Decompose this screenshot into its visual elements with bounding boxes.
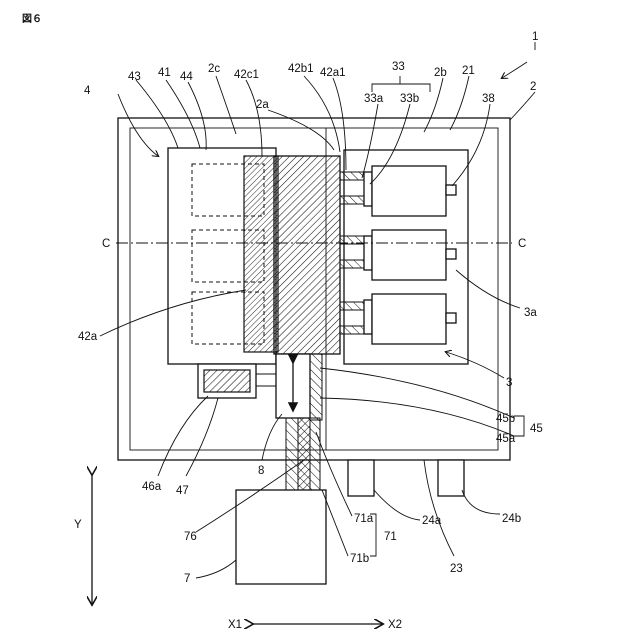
label-4: 4 (84, 85, 91, 97)
label-43: 43 (128, 71, 141, 83)
label-2b: 2b (434, 67, 447, 79)
label-7: 7 (184, 573, 190, 585)
label-42a1: 42a1 (320, 67, 346, 79)
label-46a: 46a (142, 481, 162, 493)
label-c-left: C (102, 238, 110, 250)
label-76: 76 (184, 531, 197, 543)
label-71b: 71b (350, 553, 369, 565)
box-7 (236, 490, 326, 584)
label-33b: 33b (400, 93, 419, 105)
label-3: 3 (506, 377, 512, 389)
figure-label: 図６ (22, 13, 42, 25)
label-71a: 71a (354, 513, 374, 525)
label-2a: 2a (256, 99, 269, 111)
label-41: 41 (158, 67, 171, 79)
label-1: 1 (532, 31, 538, 43)
axis-x1-label: X1 (228, 619, 242, 631)
label-23: 23 (450, 563, 463, 575)
foot-24a (348, 460, 374, 496)
label-44: 44 (180, 71, 193, 83)
label-3a: 3a (524, 307, 537, 319)
label-47: 47 (176, 485, 189, 497)
axis-x2-label: X2 (388, 619, 402, 631)
block-42c1 (244, 156, 278, 352)
modules-3a (372, 166, 456, 344)
component-47 (204, 370, 250, 392)
foot-24b (438, 460, 464, 496)
label-45a: 45a (496, 433, 516, 445)
label-c-right: C (518, 238, 526, 250)
label-42a: 42a (78, 331, 98, 343)
bar-45a (310, 354, 322, 420)
label-42b1: 42b1 (288, 63, 314, 75)
label-33a: 33a (364, 93, 384, 105)
label-33: 33 (392, 61, 405, 73)
label-45b: 45b (496, 413, 515, 425)
label-45: 45 (530, 423, 543, 435)
block-42 (274, 156, 340, 354)
label-38: 38 (482, 93, 495, 105)
shaft-76 (298, 418, 310, 490)
label-71: 71 (384, 531, 397, 543)
label-24b: 24b (502, 513, 521, 525)
label-21: 21 (462, 65, 475, 77)
label-42c1: 42c1 (234, 69, 259, 81)
label-2: 2 (530, 81, 536, 93)
label-2c: 2c (208, 63, 220, 75)
axis-y-label: Y (74, 519, 82, 531)
label-24a: 24a (422, 515, 442, 527)
label-8: 8 (258, 465, 264, 477)
